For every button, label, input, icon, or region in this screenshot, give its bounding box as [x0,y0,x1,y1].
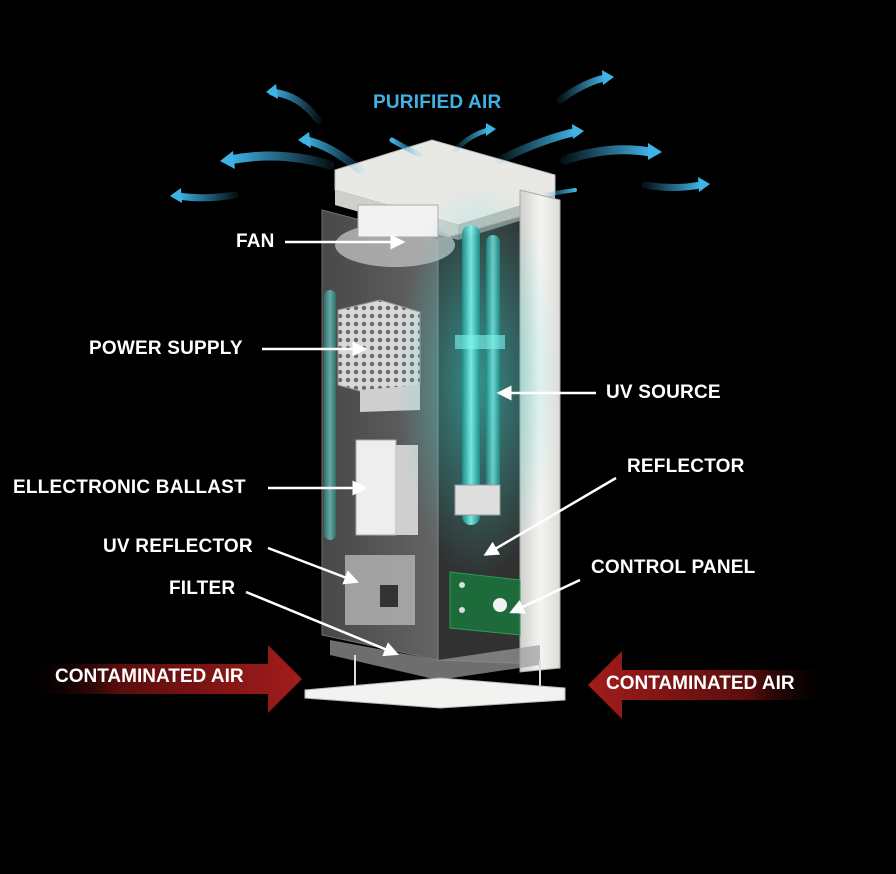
contaminated-air-arrow-right [588,651,835,719]
filter-label: FILTER [169,578,236,599]
purified-air-arrow-10 [641,181,704,191]
purified-air-label: PURIFIED AIR [373,92,502,113]
purifier-unit [304,139,566,709]
uv-tube-2 [486,235,500,505]
ballast-box [355,439,397,536]
filter-pointer [245,590,399,657]
reflector-pointer [483,476,617,556]
purified-air-arrow-5 [389,137,423,158]
control-panel-pointer [509,578,581,614]
electronic-ballast-label: ELLECTRONIC BALLAST [13,477,246,498]
purified-air-arrow-7 [496,128,579,164]
contaminated-air-arrow-left [20,645,302,713]
base-plate [304,677,566,709]
purified-air-arrow-1 [268,88,322,124]
purified-air-arrows [170,70,710,203]
uv-source-label: UV SOURCE [606,382,721,403]
control-panel-label: CONTROL PANEL [591,557,756,578]
power-supply-label: POWER SUPPLY [89,338,243,359]
purified-air-arrow-6 [452,127,491,153]
uv-reflector-label: UV REFLECTOR [103,536,253,557]
reflector-label: REFLECTOR [627,456,745,477]
contaminated-air-right-label: CONTAMINATED AIR [606,673,795,694]
purified-air-arrow-11 [543,188,577,197]
pointer-lines [245,234,617,657]
purified-air-arrow-9 [560,145,655,165]
purified-air-arrow-8 [556,74,609,104]
uv-reflector-pointer [267,546,360,585]
uv-tube-1 [462,225,480,525]
contaminated-air-left-label: CONTAMINATED AIR [55,666,244,687]
control-panel-board [449,571,521,636]
purified-air-arrow-4 [174,191,239,202]
fan-label: FAN [236,231,275,252]
uv-tube-left [324,290,336,540]
purified-air-arrow-3 [225,151,335,170]
